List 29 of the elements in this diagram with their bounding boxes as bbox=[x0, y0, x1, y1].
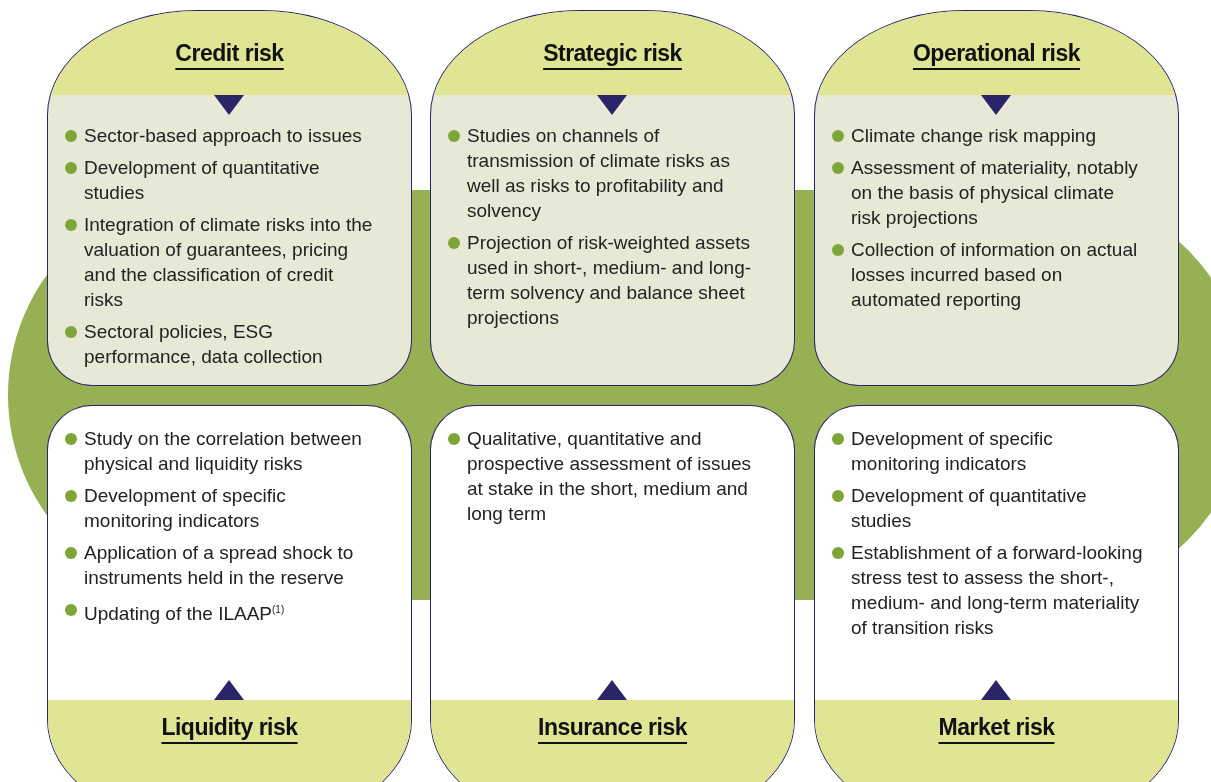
panel-heading: Strategic risk bbox=[543, 39, 682, 67]
risk-panel bbox=[814, 405, 1179, 782]
panel-heading: Operational risk bbox=[912, 39, 1081, 67]
bullet-item: Sector-based approach to issues bbox=[64, 123, 377, 148]
bullet-item: Climate change risk mapping bbox=[831, 123, 1144, 148]
bullet-item: Application of a spread shock to instruments held in the reserve bbox=[64, 540, 377, 590]
bullet-item: Integration of climate risks into the valuation of guarantees, pricing and the classification of credit risks bbox=[64, 212, 377, 312]
bullet-item: Development of specific monitoring indicators bbox=[831, 426, 1144, 476]
bullet-item: Development of quantitative studies bbox=[831, 483, 1144, 533]
bullet-item: Projection of risk-weighted assets used in short-, medium- and long-term solvency and balance sheet projections bbox=[447, 230, 760, 330]
panel-heading: Insurance risk bbox=[538, 714, 687, 741]
bullet-item: Studies on channels of transmission of climate risks as well as risks to profitability and solvency bbox=[447, 123, 760, 223]
bullet-item: Qualitative, quantitative and prospective assessment of issues at stake in the short, medium and long term bbox=[447, 426, 760, 526]
bullet-item: Collection of information on actual losses incurred based on automated reporting bbox=[831, 237, 1144, 312]
panel-heading: Credit risk bbox=[175, 39, 284, 67]
risk-panel bbox=[47, 10, 412, 386]
bullet-item: Updating of the ILAAP$^{(1)}$ bbox=[64, 597, 377, 627]
bullet-item: Establishment of a forward-looking stress test to assess the short-, medium- and long-term materiality of transition risks bbox=[831, 540, 1144, 640]
bullet-item: Study on the correlation between physical and liquidity risks bbox=[64, 426, 377, 476]
risk-panel bbox=[430, 10, 795, 386]
risk-panel bbox=[47, 405, 412, 782]
bullet-item: Development of specific monitoring indicators bbox=[64, 483, 377, 533]
bullet-item: Assessment of materiality, notably on the basis of physical climate risk projections bbox=[831, 155, 1144, 230]
risk-panel bbox=[430, 405, 795, 782]
panel-heading: Liquidity risk bbox=[161, 714, 298, 741]
bullet-item: Development of quantitative studies bbox=[64, 155, 377, 205]
risk-panel bbox=[814, 10, 1179, 386]
panel-heading: Market risk bbox=[938, 714, 1055, 741]
bullet-item: Sectoral policies, ESG performance, data collection bbox=[64, 319, 377, 369]
